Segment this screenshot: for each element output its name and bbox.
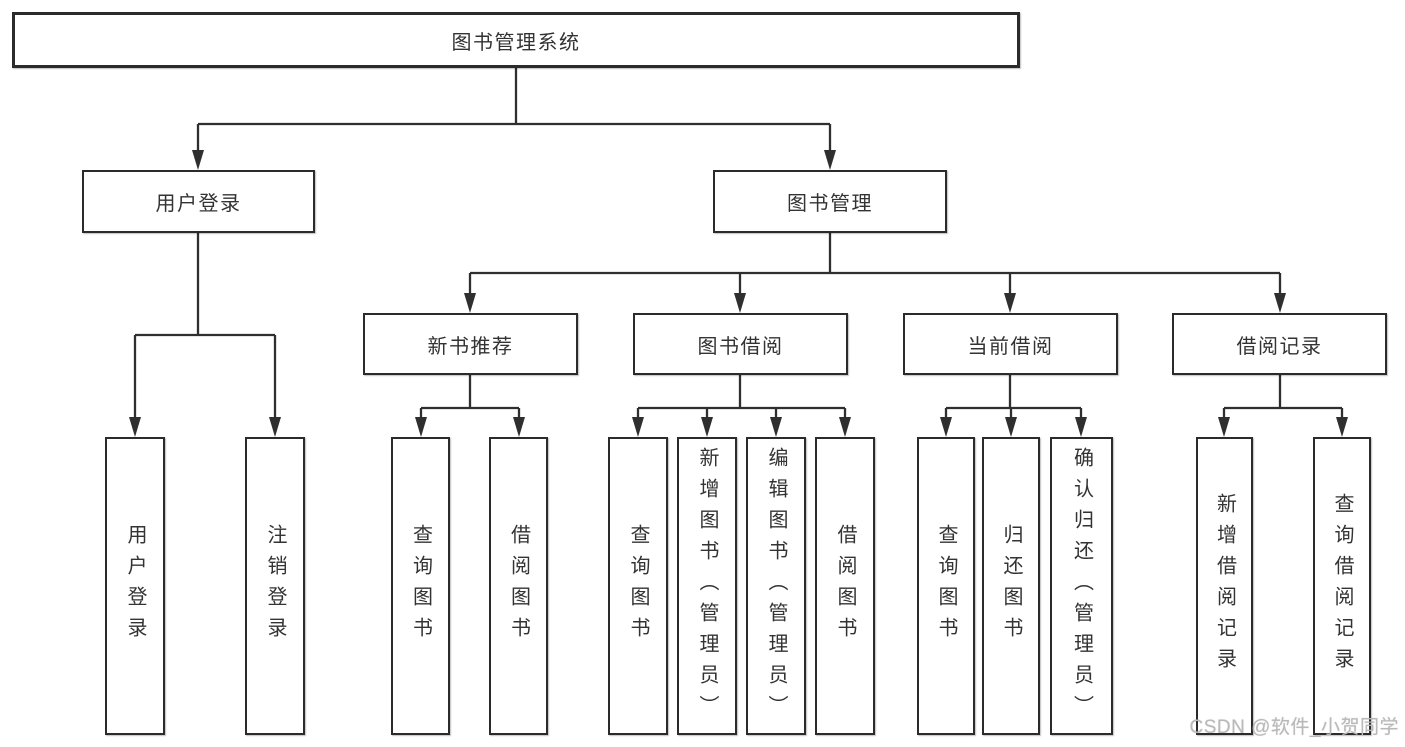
- leaf-query-books-recommend: 查询图书: [391, 437, 450, 735]
- node-current-borrow: 当前借阅: [903, 313, 1118, 375]
- node-label: 确认归还（管理员）: [1070, 446, 1093, 726]
- node-library-management-system: 图书管理系统: [12, 12, 1020, 68]
- leaf-confirm-return-admin: 确认归还（管理员）: [1050, 437, 1113, 735]
- node-label: 用户登录: [124, 524, 146, 648]
- arrowheads: [129, 150, 1348, 437]
- csdn-watermark: CSDN @软件_小贺同学: [1189, 717, 1399, 738]
- node-label: 借阅图书: [834, 524, 856, 648]
- node-label: 查询借阅记录: [1331, 493, 1353, 679]
- leaf-user-login: 用户登录: [105, 437, 165, 735]
- node-label: 查询图书: [627, 524, 649, 648]
- leaf-edit-book-admin: 编辑图书（管理员）: [746, 437, 806, 735]
- node-label: 注销登录: [264, 524, 286, 648]
- node-label: 借阅图书: [507, 524, 530, 648]
- node-borrow-records: 借阅记录: [1172, 313, 1387, 375]
- node-label: 用户登录: [155, 193, 242, 215]
- node-label: 归还图书: [1000, 524, 1022, 648]
- node-book-management: 图书管理: [713, 170, 947, 233]
- node-label: 图书管理: [787, 193, 873, 215]
- node-label: 查询图书: [935, 524, 957, 648]
- leaf-return-books: 归还图书: [982, 437, 1040, 735]
- node-book-borrow: 图书借阅: [633, 313, 848, 375]
- node-label: 图书管理系统: [451, 31, 581, 54]
- node-new-book-recommend: 新书推荐: [363, 313, 578, 375]
- node-label: 借阅记录: [1236, 335, 1323, 358]
- leaf-query-borrow-record: 查询借阅记录: [1313, 437, 1371, 735]
- leaf-add-borrow-record: 新增借阅记录: [1196, 437, 1253, 735]
- node-label: 查询图书: [409, 524, 432, 648]
- node-label: 图书借阅: [697, 335, 784, 358]
- node-label: 当前借阅: [967, 335, 1054, 358]
- leaf-borrow-books-borrow: 借阅图书: [815, 437, 875, 735]
- leaf-add-book-admin: 新增图书（管理员）: [677, 437, 737, 735]
- node-label: 新增借阅记录: [1213, 493, 1236, 679]
- node-label: 编辑图书（管理员）: [765, 446, 787, 726]
- node-label: 新增图书（管理员）: [696, 446, 718, 726]
- node-user-login: 用户登录: [82, 170, 315, 233]
- leaf-query-books-current: 查询图书: [917, 437, 975, 735]
- leaf-borrow-books-recommend: 借阅图书: [489, 437, 548, 735]
- leaf-query-books-borrow: 查询图书: [608, 437, 668, 735]
- leaf-logout: 注销登录: [245, 437, 305, 735]
- node-label: 新书推荐: [427, 335, 514, 358]
